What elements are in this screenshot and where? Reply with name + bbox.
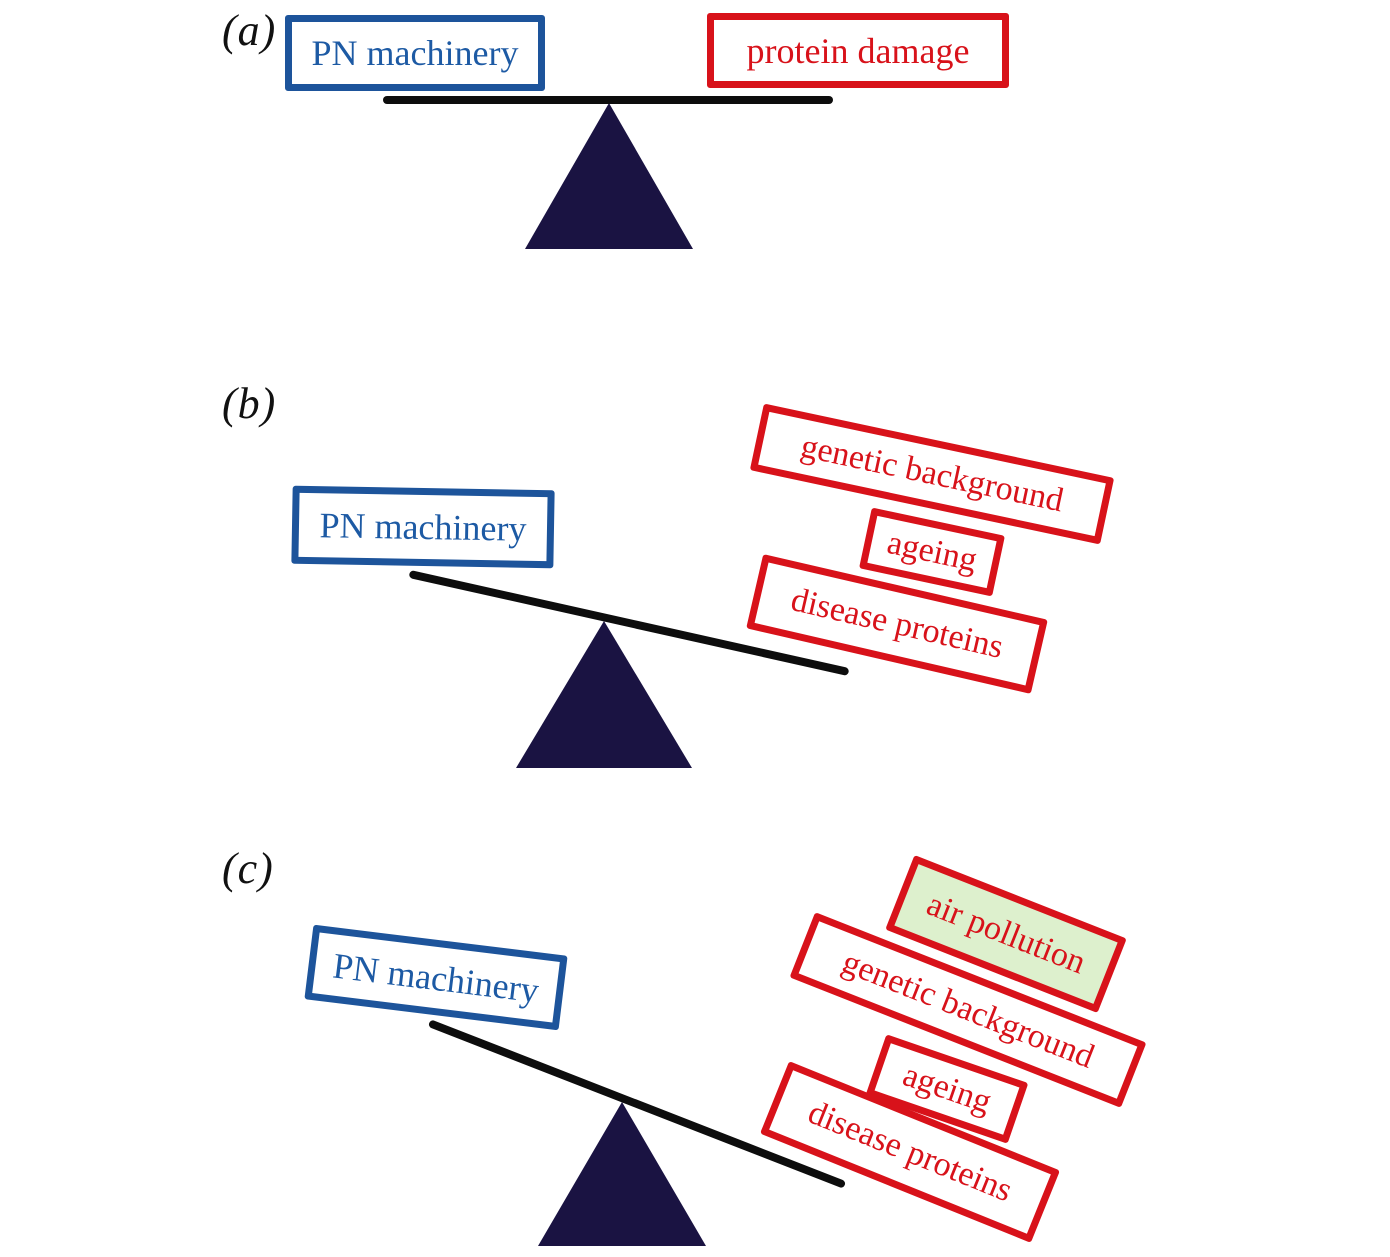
panel-a-label: (a) (222, 6, 277, 55)
pn-machinery-box-b: PN machinery (291, 485, 555, 569)
protein-damage-box: protein damage (707, 13, 1009, 88)
panel-b-label: (b) (222, 379, 277, 428)
fulcrum-triangle-b (516, 621, 692, 768)
panel-c-label: (c) (222, 844, 274, 893)
fulcrum-triangle-a (525, 103, 693, 249)
balance-beam-a (383, 96, 833, 104)
pn-machinery-box-c: PN machinery (304, 924, 568, 1031)
pn-machinery-box-a: PN machinery (285, 15, 545, 91)
fulcrum-triangle-c (538, 1102, 706, 1246)
